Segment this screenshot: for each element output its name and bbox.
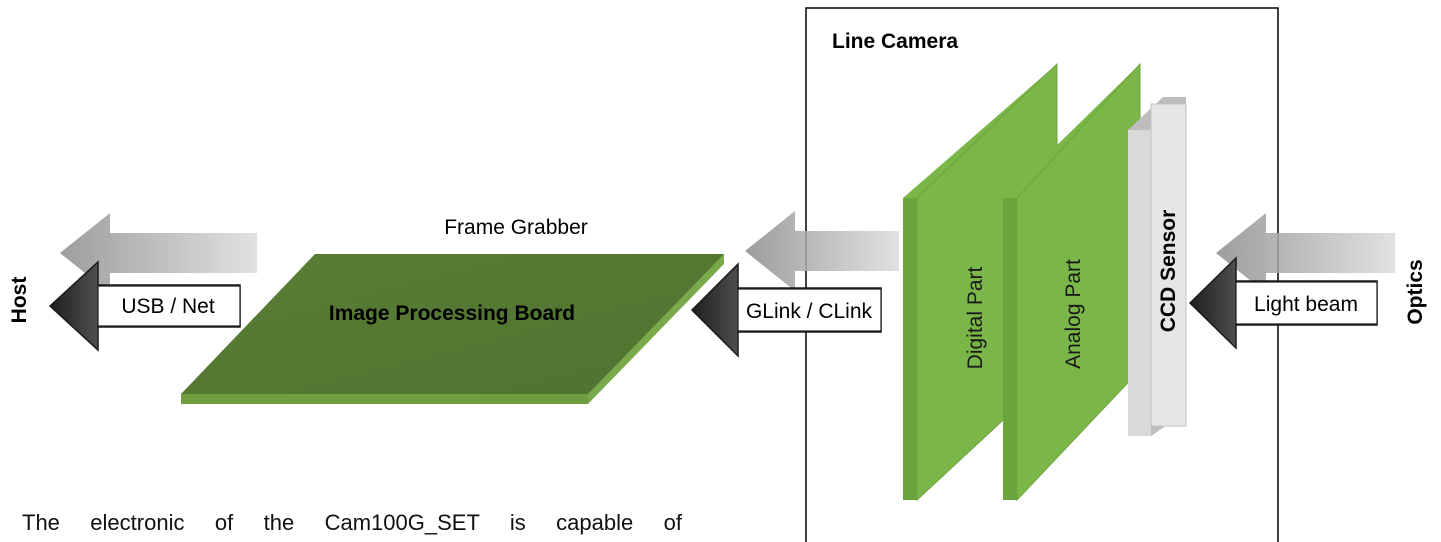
light-beam-arrow xyxy=(1188,213,1395,350)
ccd-sensor xyxy=(1128,97,1187,436)
optics-label: Optics xyxy=(1404,259,1427,324)
ccd-sensor-label: CCD Sensor xyxy=(1157,210,1180,333)
analog-part-board xyxy=(1003,62,1141,502)
glink-clink-arrow xyxy=(690,211,899,358)
frame-grabber-label: Frame Grabber xyxy=(444,216,588,239)
analog-part-label: Analog Part xyxy=(1062,259,1085,369)
usb-net-arrow xyxy=(48,213,257,352)
image-processing-board-label: Image Processing Board xyxy=(329,302,575,325)
image-processing-board xyxy=(181,254,724,404)
host-label: Host xyxy=(8,277,31,324)
line-camera-box xyxy=(805,7,1279,542)
glink-clink-label: GLink / CLink xyxy=(746,300,873,323)
usb-net-label: USB / Net xyxy=(121,295,215,318)
light-beam-label: Light beam xyxy=(1254,293,1358,316)
line-camera-title: Line Camera xyxy=(832,30,958,53)
description-paragraph: The electronic of the Cam100G_SET is cap… xyxy=(22,510,682,535)
digital-part-label: Digital Part xyxy=(964,266,987,369)
